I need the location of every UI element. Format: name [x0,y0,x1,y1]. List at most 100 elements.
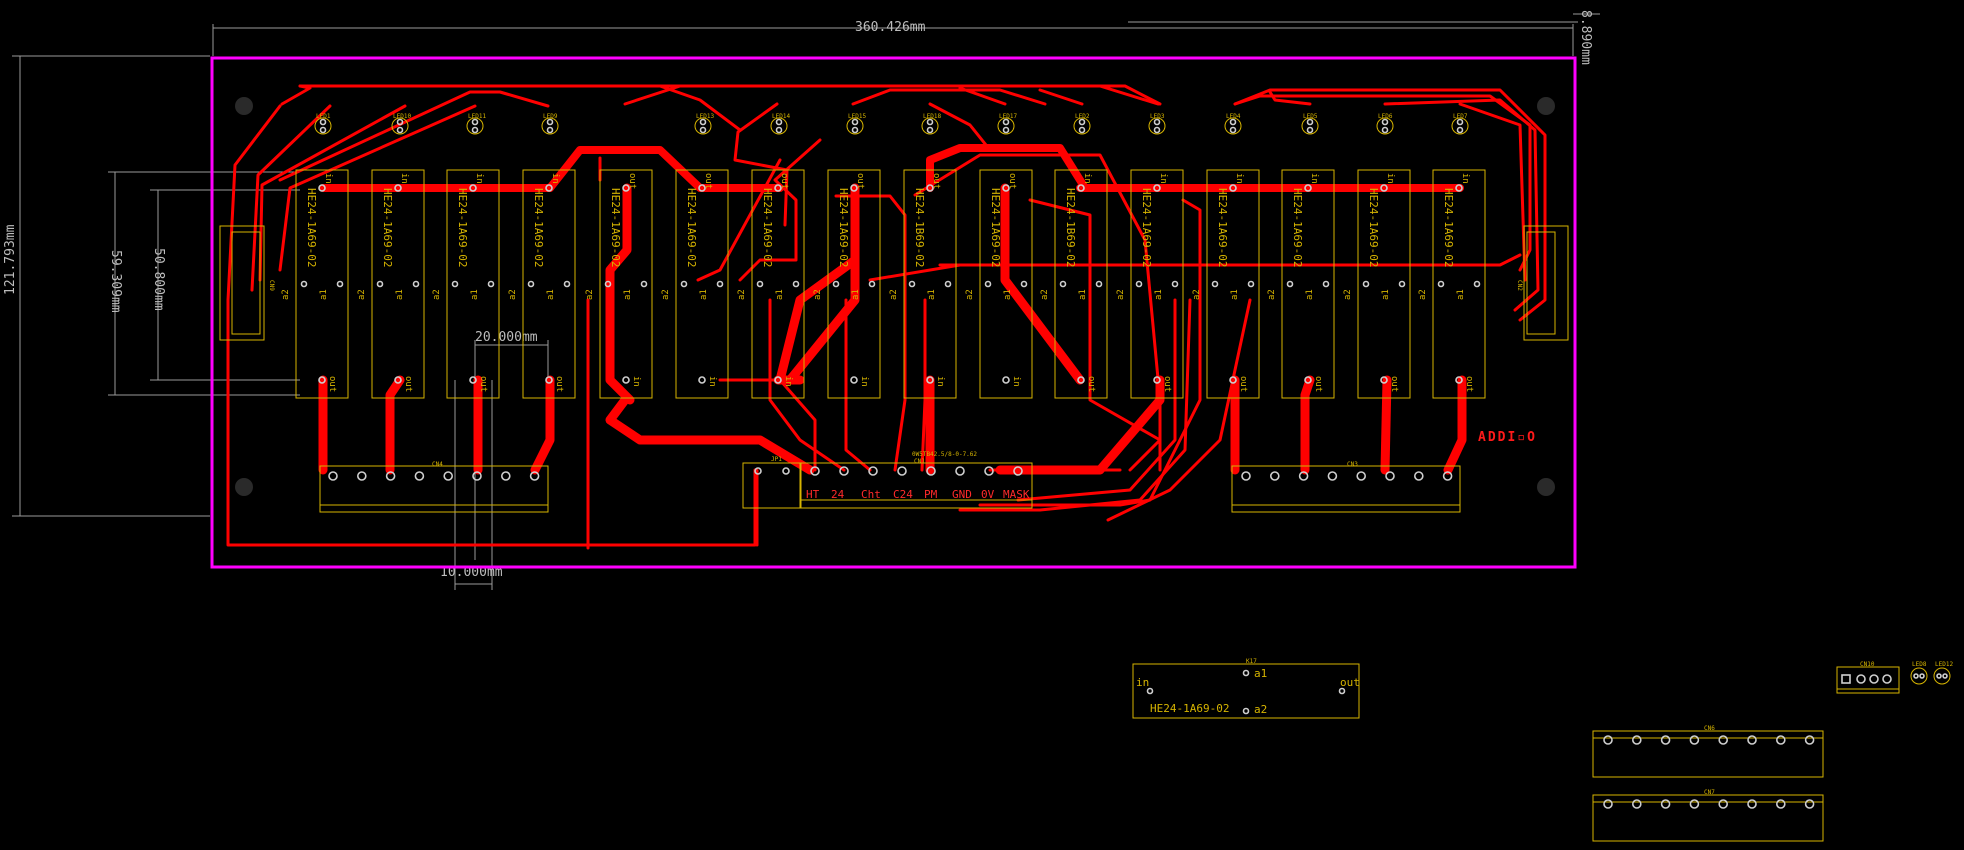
led-footprint: LED17 [997,113,1017,135]
k17-part-label: HE24-1A69-02 [1150,702,1229,715]
cn1-pin-label: Cht [861,488,881,501]
relay-pin-coil [563,280,571,288]
relay-pin-coil [1020,280,1028,288]
relay-pin-label: a2 [661,289,671,300]
led-label: LED10 [393,113,411,120]
relay-pin-top [545,184,553,192]
connector-pin [328,471,338,481]
connector-cn10: CN10 [1836,661,1900,694]
company-logo: ADDI▫O [1478,430,1537,445]
relay-part-label: HE24-1A69-02 [989,188,1002,267]
relay-inner-span-label: 50.800mm [151,248,166,311]
connector-pin [1603,799,1613,809]
relay-pin-label: out [478,376,488,392]
led-footprint: LED9 [541,113,559,135]
relay-pin-label: a2 [1267,289,1277,300]
cn7-label: CN7 [1704,789,1715,796]
relay-pin-coil [1286,280,1294,288]
relay-pin-bottom [1153,376,1161,384]
connector-cn9: CN9 [219,225,275,341]
connector-pin [1804,735,1815,745]
relay-pin-coil [640,280,648,288]
relay-pin-coil [1211,280,1219,288]
led-footprint: LED10 [391,113,411,135]
relay-pin-top [1304,184,1312,192]
relay-pin-top [1455,184,1463,192]
relay-pin-label: a1 [699,289,709,300]
relay-pin-label: a2 [1343,289,1353,300]
relay-pin-label: a2 [585,289,595,300]
connector-pin [500,471,511,481]
board-outline [210,56,1577,569]
cn1-part-label: 0W5TB42.5/8-0-7.62 [912,451,977,458]
led-footprint: LED15 [846,113,866,135]
led12-label: LED12 [1935,661,1953,668]
cn4-label: CN4 [432,461,443,468]
relay-pin-bottom [394,376,402,384]
relay-pin-label: in [1158,173,1168,184]
relay-part-label: HE24-1A69-02 [1140,188,1153,267]
connector-pin [926,466,936,476]
relay-pin-label: a2 [965,289,975,300]
relay-pin-bottom [850,376,858,384]
relay-pin-label: in [631,376,641,387]
relay-pin-label: a1 [395,289,405,300]
relay-pin-bottom [1380,376,1388,384]
pitch-20-label: 20.000mm [475,330,538,345]
relay-pin-top [1229,184,1237,192]
cn1-pin-label: 24 [831,488,845,501]
cn1-pin-label: C24 [893,488,913,501]
relay-pin-label: in [323,173,333,184]
relay-pin-label: a1 [470,289,480,300]
cn9-label: CN9 [268,280,275,291]
relay-pin-top [1077,184,1085,192]
mounting-hole [235,478,253,496]
relay-pin-label: out [1007,173,1017,189]
k17-out-label: out [1340,676,1360,689]
led-label: LED11 [468,113,486,120]
relay-part-label: HE24-1A69-02 [761,188,774,267]
relay-pin-label: out [1162,376,1172,392]
relay-pin-label: a2 [432,289,442,300]
mounting-hole [1537,97,1555,115]
relay-pin-label: in [399,173,409,184]
relay-part-label: HE24-1B69-02 [913,188,926,267]
pitch-10-label: 10.000mm [440,565,503,580]
relay-pin-top [698,184,706,192]
connector-pin [1442,471,1453,481]
connector-cn4: CN4 [319,461,549,513]
spare-relay-k17: K17 in out a1 a2 HE24-1A69-02 [1132,658,1360,719]
relay-pin-label: in [550,173,560,184]
relay-pin-label: out [855,173,865,189]
relay-part-label: HE24-1A69-02 [685,188,698,267]
relay-pin-label: a1 [1230,289,1240,300]
led-footprint: LED3 [1148,113,1166,135]
relay-pin-top [394,184,402,192]
connector-pin [810,466,820,476]
width-dimension-label: 360.426mm [855,20,926,35]
relay-pin-top [1002,184,1010,192]
relay-pin-label: in [859,376,869,387]
cn1-pin-label: HT [806,488,820,501]
led-label: LED5 [1303,113,1318,120]
copper-traces [226,84,1547,550]
relay-pin-label: in [935,376,945,387]
relay-pin-bottom [318,376,326,384]
relay-part-label: HE24-1A69-02 [456,188,469,267]
relay-pin-bottom [1002,376,1010,384]
relay-pin-top [850,184,858,192]
relay-pin-label: a1 [851,289,861,300]
led-label: LED13 [696,113,714,120]
relay-pin-label: a2 [508,289,518,300]
led-footprint: LED2 [1073,113,1091,135]
relay-pin-coil [1398,280,1406,288]
connector-pin [1718,735,1728,745]
connector-pin [897,466,907,476]
connector-jp1: JP1 [742,456,802,509]
relay-pin-coil [1247,280,1255,288]
